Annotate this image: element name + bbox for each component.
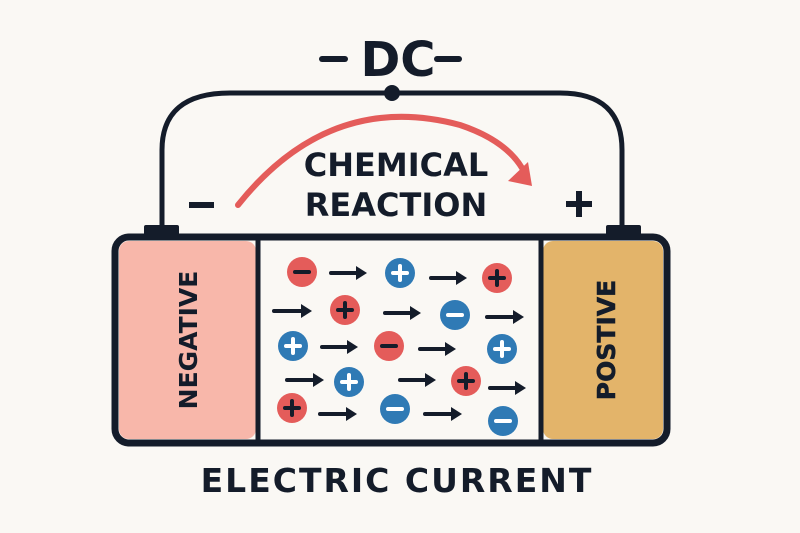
flow-arrow-icon [272,304,312,318]
positive-terminal-symbol [566,191,592,217]
flow-arrow-icon [485,310,524,324]
reaction-label-line2: REACTION [305,186,487,224]
flow-arrow-icon [423,407,462,421]
positive-electrode-label: POSTIVE [592,280,621,400]
negative-electrode-label: NEGATIVE [174,271,203,410]
positive-ion-blue [487,334,517,364]
negative-ion-blue [440,300,470,330]
title-dc: DC [360,32,435,88]
electrolyte-ions [277,257,518,436]
flow-arrow-icon [320,340,358,354]
negative-electrode [119,241,256,439]
positive-ion-red [277,393,307,423]
electrolyte-flow-arrows [272,266,526,421]
reaction-arrow [235,113,525,208]
negative-ion-blue [380,394,410,424]
flow-arrow-icon [383,306,421,320]
electric-current-label: ELECTRIC CURRENT [201,461,594,500]
flow-arrow-icon [488,381,526,395]
wire-junction-dot [384,85,400,101]
positive-ion-blue [385,258,415,288]
negative-ion-red [374,331,404,361]
flow-arrow-icon [318,407,357,421]
negative-ion-blue [488,406,518,436]
flow-arrow-icon [429,271,467,285]
positive-ion-blue [278,331,308,361]
reaction-arrowhead [508,162,532,186]
flow-arrow-icon [398,373,436,387]
flow-arrow-icon [418,342,456,356]
positive-electrode [543,241,663,439]
positive-ion-red [330,295,360,325]
positive-ion-red [451,366,481,396]
positive-ion-red [482,263,512,293]
negative-ion-red [287,257,317,287]
flow-arrow-icon [285,373,324,387]
flow-arrow-icon [329,266,367,280]
reaction-label-line1: CHEMICAL [304,146,489,184]
positive-ion-blue [334,367,364,397]
